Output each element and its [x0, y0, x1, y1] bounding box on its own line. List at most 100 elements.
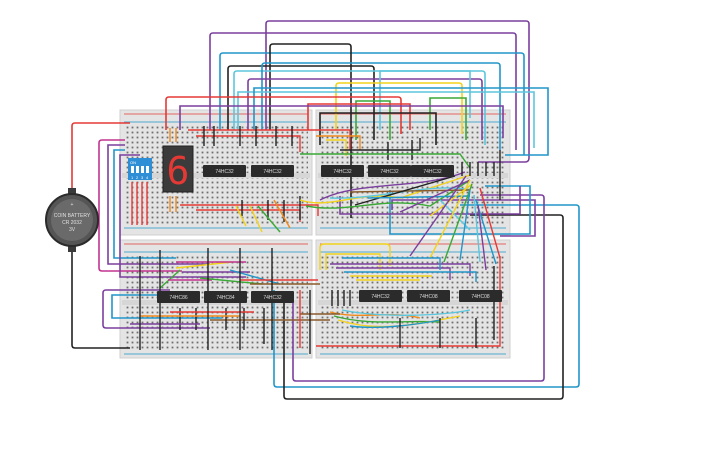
- wire-cyan[interactable]: [237, 91, 535, 148]
- wire-blue[interactable]: [273, 204, 580, 388]
- wire-red[interactable]: [71, 122, 130, 195]
- coin-battery[interactable]: + COIN BATTERY CR 2032 3V: [45, 188, 99, 252]
- ic-chip[interactable]: 74HC08: [407, 290, 450, 302]
- wire-red[interactable]: [165, 96, 402, 134]
- wire-purple[interactable]: [339, 186, 521, 215]
- battery-plus: +: [71, 202, 74, 208]
- wire-black[interactable]: [283, 214, 564, 400]
- wire-yellow[interactable]: [429, 179, 471, 259]
- dip-number-2: 2: [136, 175, 139, 180]
- wire-green[interactable]: [300, 153, 471, 169]
- dip-toggle-1[interactable]: [131, 166, 134, 173]
- wire-orange[interactable]: [273, 199, 291, 229]
- wire-blue[interactable]: [261, 62, 501, 150]
- wire-purple[interactable]: [179, 105, 504, 138]
- ic-chip[interactable]: 74HC32: [251, 165, 294, 177]
- wire-green[interactable]: [429, 97, 467, 140]
- wire-brown[interactable]: [349, 189, 471, 193]
- wire-blue[interactable]: [389, 185, 531, 235]
- wire-black[interactable]: [319, 112, 437, 145]
- wire-yellow[interactable]: [319, 243, 391, 270]
- chip-label: 74HC84: [216, 295, 235, 301]
- wire-black[interactable]: [227, 65, 375, 140]
- dip-toggle-2[interactable]: [136, 166, 139, 173]
- wire-red[interactable]: [479, 187, 501, 259]
- wire-green[interactable]: [355, 100, 391, 140]
- wire-purple[interactable]: [265, 20, 530, 163]
- wire-orange[interactable]: [316, 135, 361, 150]
- seven-segment-digit: 6: [167, 149, 190, 193]
- wire-blue[interactable]: [459, 189, 471, 261]
- wire-cyan[interactable]: [439, 199, 471, 231]
- wire-yellow[interactable]: [235, 205, 247, 227]
- dip-resistor-wires: [131, 182, 148, 225]
- wire-blue[interactable]: [113, 149, 176, 259]
- battery-label: COIN BATTERY: [54, 213, 91, 219]
- wire-purple[interactable]: [477, 204, 487, 271]
- dip-toggle-3[interactable]: [141, 166, 144, 173]
- wire-red[interactable]: [307, 103, 411, 130]
- chip-label: 74HC32: [380, 169, 399, 175]
- wire-red[interactable]: [316, 256, 501, 347]
- wire-purple[interactable]: [247, 78, 483, 140]
- ic-chip[interactable]: 74HC32: [251, 291, 294, 303]
- wire-red[interactable]: [188, 129, 351, 150]
- wire-yellow[interactable]: [175, 261, 233, 269]
- ic-chips: 74HC32 74HC32 74HC32 74HC32 74HC32 74HC8…: [157, 165, 502, 303]
- wire-cyan[interactable]: [341, 309, 471, 316]
- ic-chip[interactable]: 74HC32: [203, 165, 246, 177]
- wire-purple[interactable]: [209, 32, 517, 150]
- ic-chip[interactable]: 74HC08: [459, 290, 502, 302]
- wire-blue[interactable]: [111, 294, 222, 319]
- wire-black[interactable]: [354, 175, 456, 206]
- chip-label: 74HC32: [371, 294, 390, 300]
- wire-green[interactable]: [305, 179, 471, 209]
- wire-yellow[interactable]: [325, 253, 381, 270]
- wire-blue[interactable]: [349, 319, 441, 328]
- chip-label: 74HC86: [169, 295, 188, 301]
- dip-toggle-4[interactable]: [146, 166, 149, 173]
- wire-cyan[interactable]: [473, 194, 481, 263]
- wire-purple[interactable]: [119, 154, 246, 278]
- battery-model: CR 2032: [62, 220, 82, 226]
- dip-switch[interactable]: ON 1 2 3 4: [128, 158, 152, 180]
- wire-blue[interactable]: [342, 257, 441, 270]
- wire-cyan[interactable]: [233, 70, 486, 145]
- wire-red[interactable]: [196, 135, 301, 152]
- wire-green[interactable]: [199, 277, 263, 285]
- wire-black[interactable]: [269, 43, 352, 218]
- wire-black[interactable]: [71, 248, 130, 349]
- wire-purple[interactable]: [292, 194, 545, 382]
- wire-purple[interactable]: [336, 267, 451, 280]
- wires-bottom: [130, 175, 501, 354]
- wire-yellow[interactable]: [249, 205, 263, 233]
- ic-chip[interactable]: 74HC32: [368, 165, 411, 177]
- ic-chip[interactable]: 74HC32: [411, 165, 454, 177]
- wire-purple[interactable]: [107, 144, 210, 265]
- wire-yellow[interactable]: [335, 82, 463, 134]
- wire-green[interactable]: [159, 269, 181, 289]
- wire-black[interactable]: [340, 138, 421, 151]
- battery-voltage: 3V: [69, 227, 76, 233]
- wire-purple[interactable]: [399, 179, 471, 213]
- wire-purple[interactable]: [409, 175, 467, 257]
- ic-chip[interactable]: 74HC32: [321, 165, 364, 177]
- ic-chip[interactable]: 74HC32: [359, 290, 402, 302]
- chip-label: 74HC32: [423, 169, 442, 175]
- wire-blue[interactable]: [219, 52, 525, 155]
- chip-label: 74HC32: [333, 169, 352, 175]
- wire-purple[interactable]: [102, 289, 210, 329]
- wire-blue[interactable]: [367, 195, 471, 199]
- wire-green[interactable]: [443, 183, 473, 263]
- wire-blue[interactable]: [344, 271, 477, 282]
- wire-red[interactable]: [180, 204, 319, 216]
- dip-number-4: 4: [146, 175, 149, 180]
- dip-number-3: 3: [141, 175, 144, 180]
- ic-chip[interactable]: 74HC84: [204, 291, 247, 303]
- wire-blue[interactable]: [253, 87, 549, 156]
- wire-green[interactable]: [257, 205, 281, 233]
- seven-segment-display: 6: [162, 145, 194, 193]
- wire-magenta[interactable]: [98, 139, 182, 272]
- ic-chip[interactable]: 74HC86: [157, 291, 200, 303]
